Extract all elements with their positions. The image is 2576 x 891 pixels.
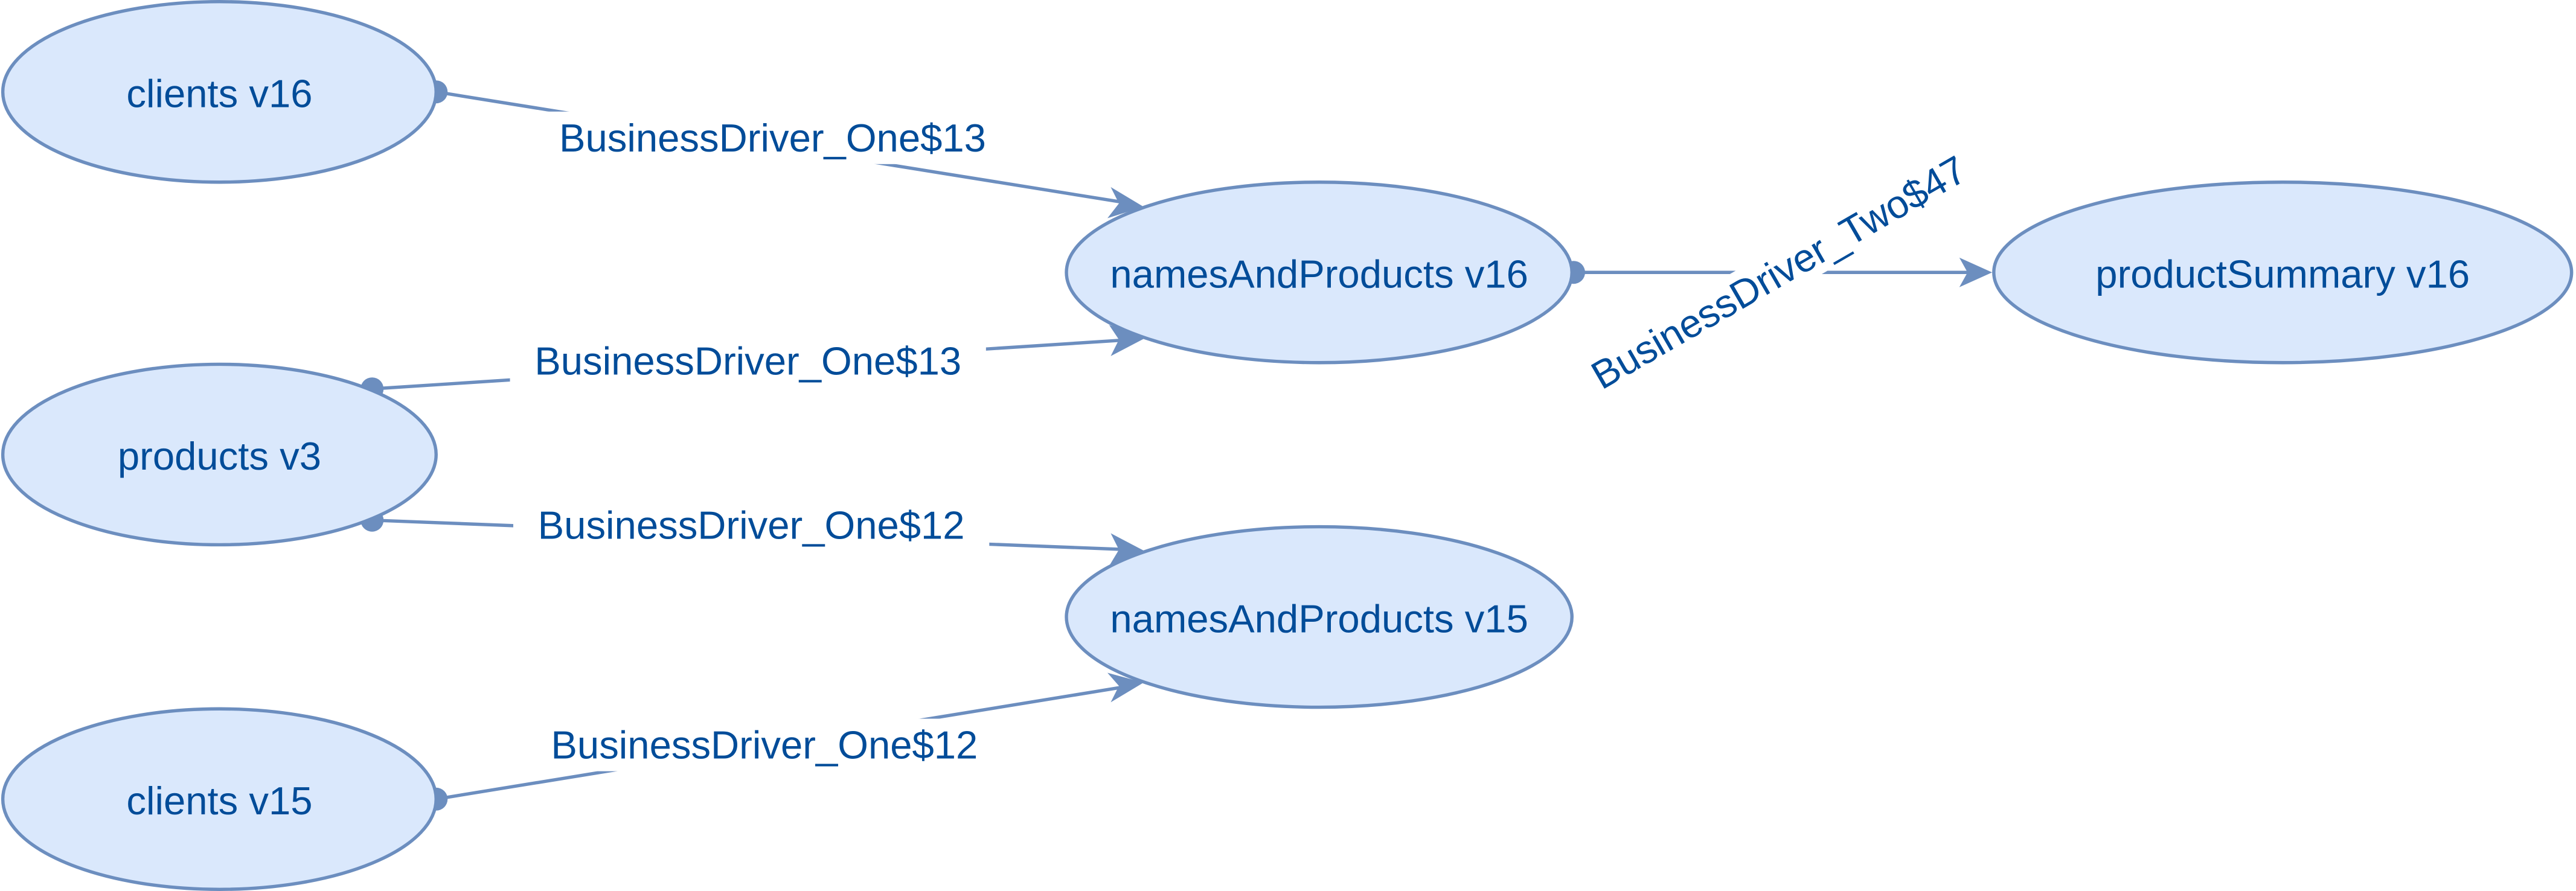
edge-label: BusinessDriver_One$12 <box>538 503 965 547</box>
node-label: clients v15 <box>126 779 312 823</box>
node-label: products v3 <box>118 434 321 478</box>
edge-label: BusinessDriver_One$13 <box>559 116 986 160</box>
edge-label: BusinessDriver_One$12 <box>551 723 978 767</box>
node-label: clients v16 <box>126 71 312 115</box>
node-label: productSummary v16 <box>2095 252 2470 296</box>
arrowhead-icon <box>1109 325 1145 356</box>
node-label: namesAndProducts v16 <box>1110 252 1528 296</box>
node-names-and-products-v15[interactable]: namesAndProducts v15 <box>1065 525 1574 709</box>
edge-clients-v16-to-names-and-products-v16[interactable]: BusinessDriver_One$13 <box>425 80 1144 219</box>
edge-names-and-products-v16-to-product-summary-v16[interactable]: BusinessDriver_Two$47 <box>1562 136 1993 409</box>
node-clients-v16[interactable]: clients v16 <box>1 0 438 184</box>
edge-label: BusinessDriver_One$13 <box>534 339 961 383</box>
arrowhead-icon <box>1109 533 1145 566</box>
node-products-v3[interactable]: products v3 <box>1 362 438 547</box>
edge-products-v3-to-names-and-products-v16[interactable]: BusinessDriver_One$13 <box>360 325 1145 401</box>
node-product-summary-v16[interactable]: productSummary v16 <box>1992 180 2574 365</box>
node-clients-v15[interactable]: clients v15 <box>1 707 438 891</box>
node-names-and-products-v16[interactable]: namesAndProducts v16 <box>1065 180 1574 365</box>
node-label: namesAndProducts v15 <box>1110 596 1528 640</box>
arrowhead-icon <box>1959 257 1993 287</box>
edge-clients-v15-to-names-and-products-v15[interactable]: BusinessDriver_One$12 <box>425 672 1144 811</box>
edge-products-v3-to-names-and-products-v15[interactable]: BusinessDriver_One$12 <box>360 499 1145 566</box>
arrowhead-icon <box>1107 187 1144 219</box>
